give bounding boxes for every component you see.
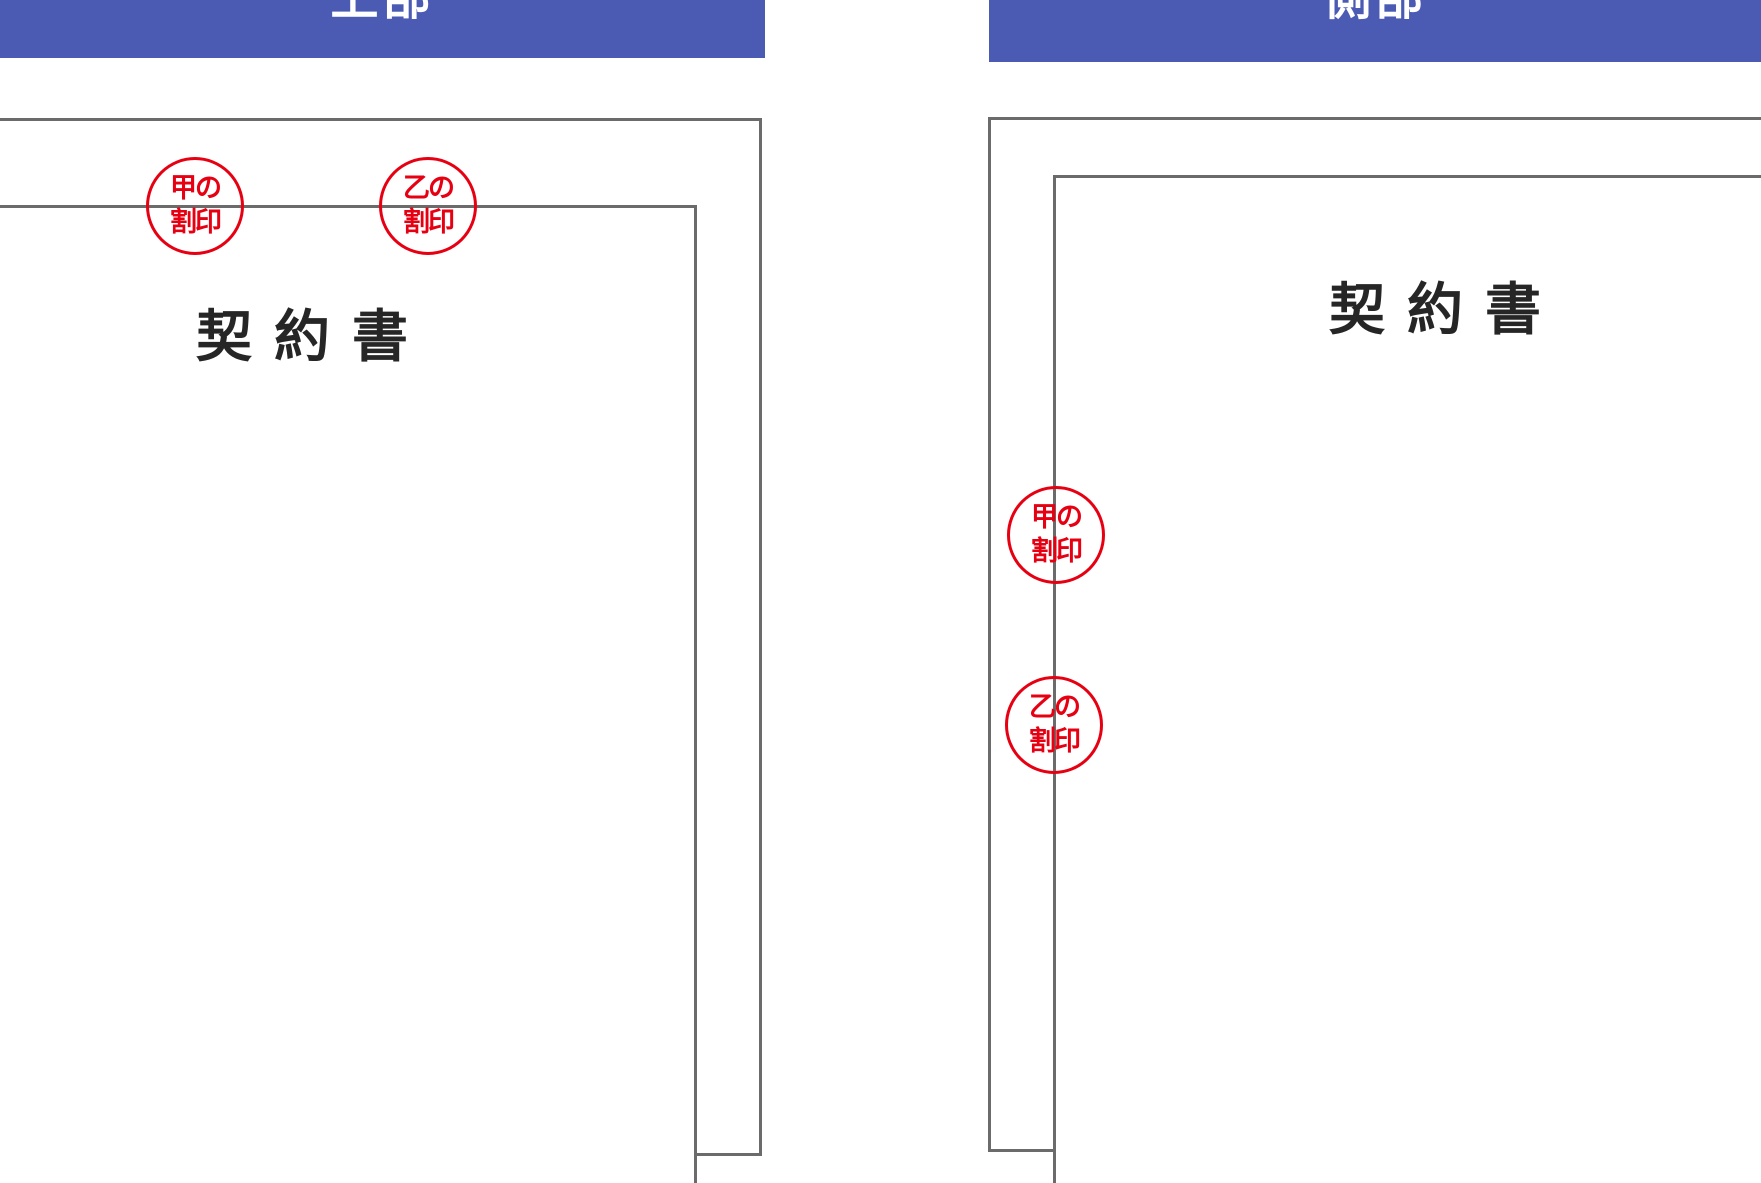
seal-party-b-side: 乙の 割印 xyxy=(1005,676,1103,774)
header-side-placement: 側部 xyxy=(989,0,1761,62)
seal-text-line1: 乙の xyxy=(1029,692,1081,723)
seal-text-line2: 割印 xyxy=(403,207,455,238)
document-title-top: 契約書 xyxy=(196,305,430,370)
seal-text-line2: 割印 xyxy=(1031,536,1083,567)
seal-text-line1: 甲の xyxy=(1031,502,1083,533)
seal-party-b-top: 乙の 割印 xyxy=(379,157,477,255)
seal-text-line2: 割印 xyxy=(1029,726,1081,757)
header-side-label: 側部 xyxy=(989,0,1761,28)
document-title-side: 契約書 xyxy=(1329,278,1563,343)
front-sheet-side xyxy=(1053,175,1761,1183)
seal-text-line2: 割印 xyxy=(170,207,222,238)
header-top-label: 上部 xyxy=(0,0,765,28)
seal-party-a-top: 甲の 割印 xyxy=(146,157,244,255)
seal-party-a-side: 甲の 割印 xyxy=(1007,486,1105,584)
front-sheet-top xyxy=(0,205,697,1183)
seal-text-line1: 乙の xyxy=(403,173,455,204)
header-top-placement: 上部 xyxy=(0,0,765,58)
seal-text-line1: 甲の xyxy=(170,173,222,204)
